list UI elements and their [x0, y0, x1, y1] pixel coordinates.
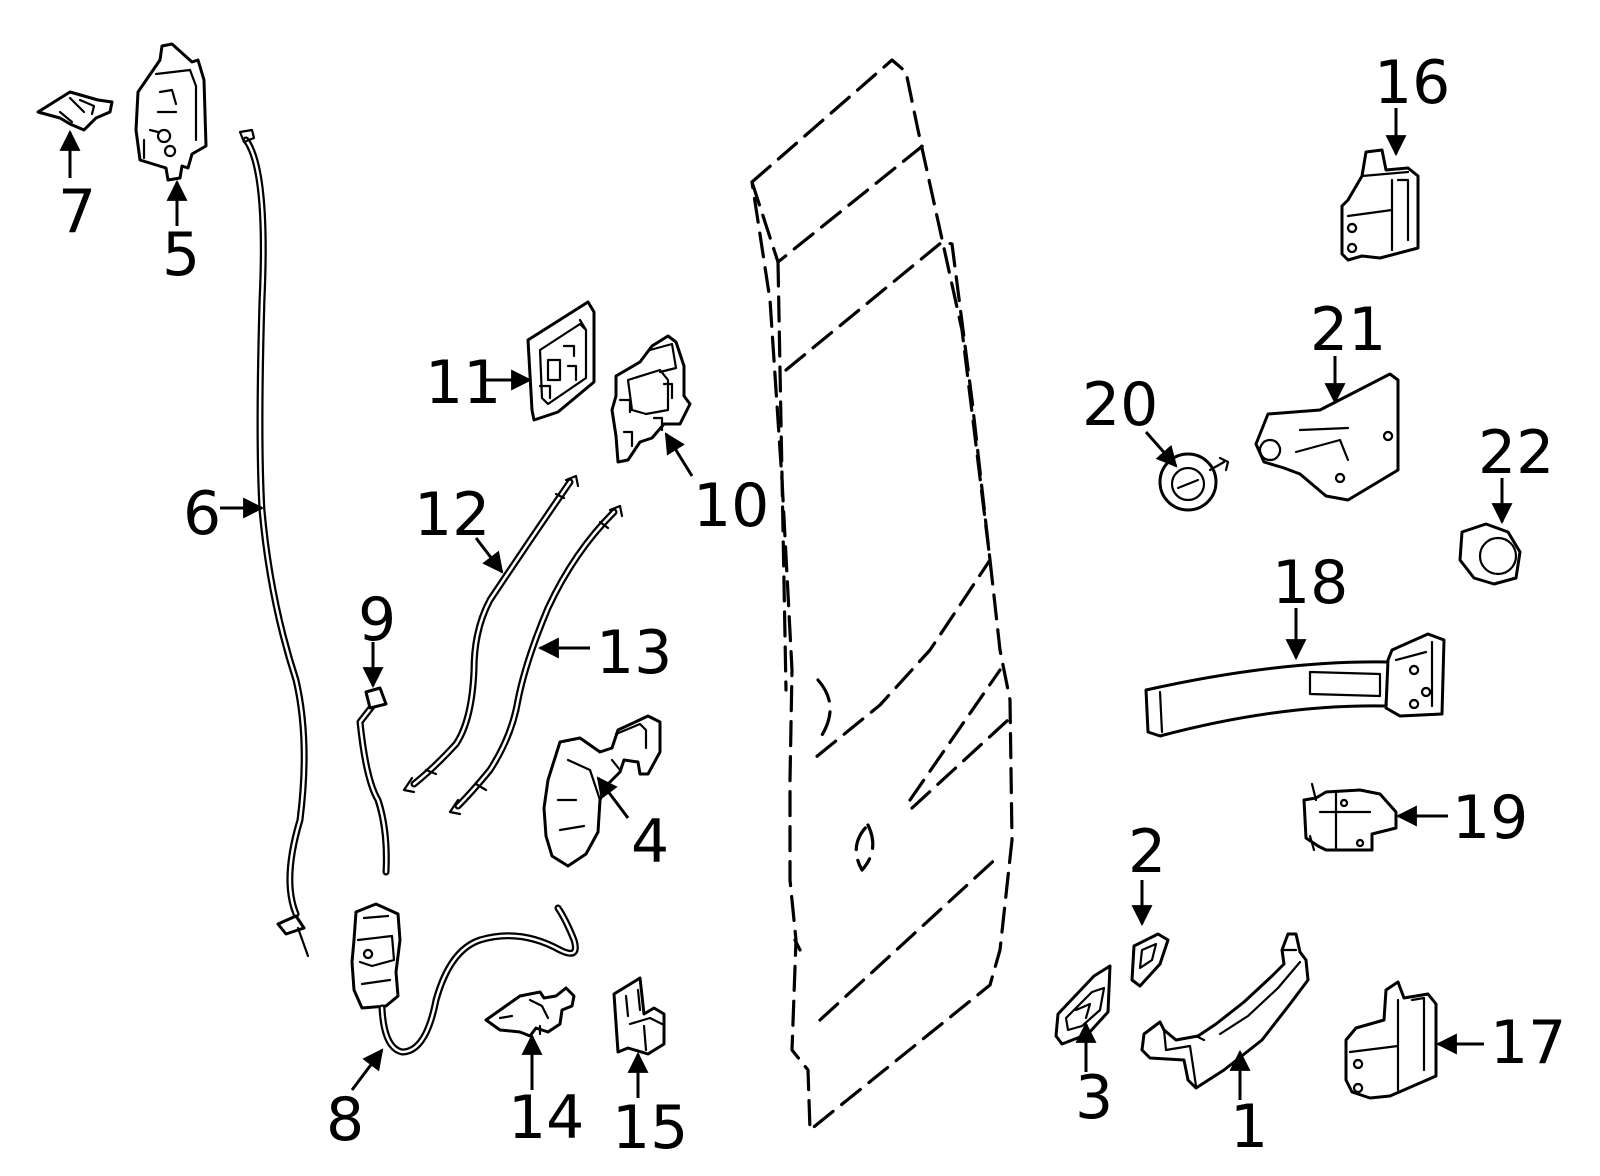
- part-19: [1302, 782, 1398, 852]
- callout-label-13: 13: [596, 618, 672, 688]
- callout-label-3: 3: [1075, 1063, 1113, 1133]
- callout-label-2: 2: [1128, 817, 1166, 887]
- part-18: [1144, 632, 1446, 738]
- callout-label-6: 6: [183, 479, 221, 549]
- callout-label-8: 8: [326, 1085, 364, 1155]
- part-12: [402, 474, 580, 794]
- callout-label-16: 16: [1374, 48, 1450, 118]
- part-13: [448, 504, 624, 816]
- callout-label-14: 14: [508, 1083, 584, 1153]
- part-3: [1054, 964, 1112, 1046]
- callout-label-18: 18: [1272, 548, 1348, 618]
- callout-label-10: 10: [693, 471, 769, 541]
- callout-label-5: 5: [162, 220, 200, 290]
- part-14: [484, 986, 576, 1038]
- callout-label-1: 1: [1230, 1092, 1268, 1162]
- part-2: [1130, 932, 1170, 988]
- leader-8: [350, 1048, 384, 1091]
- part-1: [1140, 932, 1310, 1090]
- part-15: [612, 976, 666, 1056]
- part-16: [1340, 148, 1420, 262]
- callout-label-4: 4: [631, 807, 669, 877]
- leader-10: [664, 432, 694, 477]
- leader-20: [1144, 431, 1178, 468]
- part-17: [1344, 980, 1438, 1100]
- part-20: [1158, 452, 1230, 512]
- part-11: [526, 300, 596, 422]
- callout-label-17: 17: [1490, 1008, 1566, 1078]
- callout-label-20: 20: [1082, 370, 1158, 440]
- part-7: [36, 90, 114, 132]
- part-8: [350, 902, 579, 1056]
- callout-label-11: 11: [425, 348, 501, 418]
- part-6: [238, 128, 310, 958]
- leader-12: [474, 537, 504, 574]
- leader-4: [596, 776, 630, 819]
- part-21: [1254, 372, 1400, 502]
- part-9: [356, 686, 390, 876]
- part-22: [1458, 522, 1522, 586]
- part-5: [134, 42, 208, 182]
- door-outline: [750, 58, 1014, 1132]
- part-10: [610, 334, 692, 464]
- callout-label-9: 9: [358, 585, 396, 655]
- callout-label-19: 19: [1452, 783, 1528, 853]
- callout-label-22: 22: [1478, 418, 1554, 488]
- callout-label-7: 7: [58, 177, 96, 247]
- callout-label-15: 15: [612, 1093, 688, 1163]
- callout-label-21: 21: [1310, 295, 1386, 365]
